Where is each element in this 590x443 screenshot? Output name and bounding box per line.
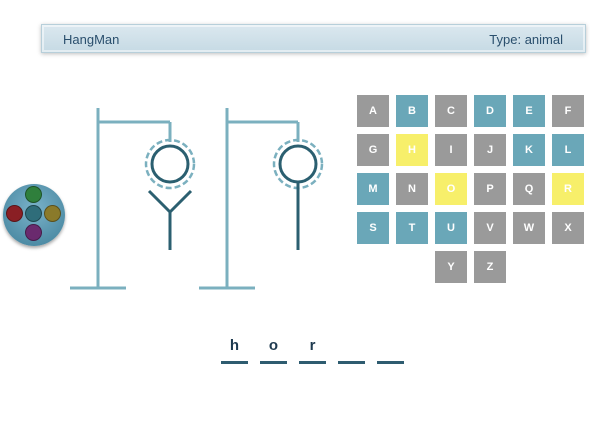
key-n[interactable]: N — [396, 173, 428, 205]
key-h[interactable]: H — [396, 134, 428, 166]
header-bar: HangMan Type: animal — [41, 24, 586, 53]
word-type-label: Type: animal — [489, 32, 563, 47]
palette-color-olive[interactable] — [44, 205, 61, 222]
slot-letter: r — [309, 337, 316, 354]
key-i[interactable]: I — [435, 134, 467, 166]
key-g[interactable]: G — [357, 134, 389, 166]
key-o[interactable]: O — [435, 173, 467, 205]
key-q[interactable]: Q — [513, 173, 545, 205]
key-v[interactable]: V — [474, 212, 506, 244]
color-palette-button[interactable] — [3, 184, 65, 246]
palette-color-red[interactable] — [6, 205, 23, 222]
key-c[interactable]: C — [435, 95, 467, 127]
letter-slot: r — [299, 334, 326, 364]
palette-color-teal[interactable] — [25, 205, 42, 222]
key-y[interactable]: Y — [435, 251, 467, 283]
gallows-right — [199, 108, 324, 290]
letter-slot — [377, 334, 404, 364]
palette-color-purple[interactable] — [25, 224, 42, 241]
slot-underline — [260, 361, 287, 364]
key-u[interactable]: U — [435, 212, 467, 244]
key-k[interactable]: K — [513, 134, 545, 166]
hangman-arm-right — [168, 189, 193, 214]
hangman-head — [150, 144, 190, 184]
letter-slot: o — [260, 334, 287, 364]
key-w[interactable]: W — [513, 212, 545, 244]
key-m[interactable]: M — [357, 173, 389, 205]
key-b[interactable]: B — [396, 95, 428, 127]
gallows-left — [70, 108, 196, 290]
palette-color-green[interactable] — [25, 186, 42, 203]
key-j[interactable]: J — [474, 134, 506, 166]
slot-underline — [221, 361, 248, 364]
key-p[interactable]: P — [474, 173, 506, 205]
key-t[interactable]: T — [396, 212, 428, 244]
app-title: HangMan — [63, 32, 120, 47]
hangman-arm-left — [147, 189, 172, 214]
letter-slot — [338, 334, 365, 364]
key-s[interactable]: S — [357, 212, 389, 244]
slot-letter: o — [268, 337, 279, 354]
key-z[interactable]: Z — [474, 251, 506, 283]
key-f[interactable]: F — [552, 95, 584, 127]
key-x[interactable]: X — [552, 212, 584, 244]
letter-slot: h — [221, 334, 248, 364]
slot-underline — [377, 361, 404, 364]
key-r[interactable]: R — [552, 173, 584, 205]
key-a[interactable]: A — [357, 95, 389, 127]
key-d[interactable]: D — [474, 95, 506, 127]
slot-letter: h — [229, 337, 240, 354]
slot-underline — [299, 361, 326, 364]
key-l[interactable]: L — [552, 134, 584, 166]
hangman-head — [278, 144, 318, 184]
key-e[interactable]: E — [513, 95, 545, 127]
slot-underline — [338, 361, 365, 364]
head-outline — [144, 138, 196, 190]
